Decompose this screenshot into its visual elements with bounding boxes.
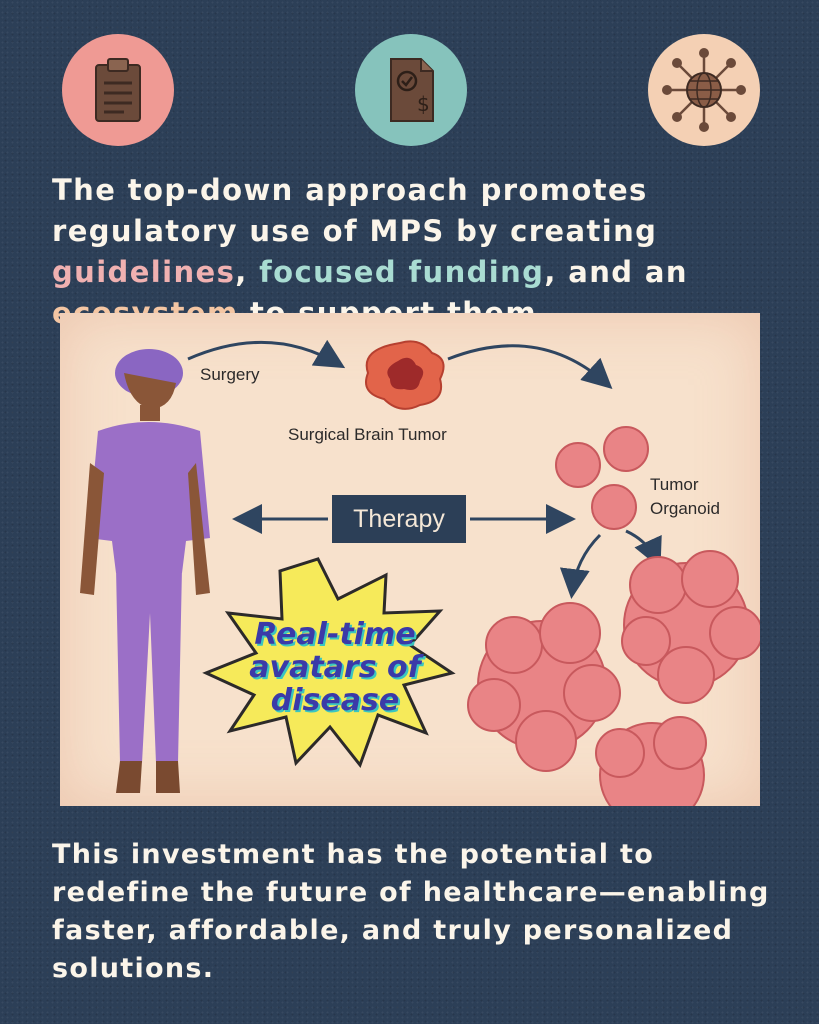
therapy-text: Therapy (353, 504, 445, 533)
illustration-svg (80, 339, 760, 806)
organoid-arrow (447, 344, 613, 390)
callout-line3: disease (270, 683, 400, 718)
ecosystem-icon-circle (648, 34, 760, 146)
svg-text:$: $ (417, 92, 430, 116)
surgery-label: Surgery (200, 365, 260, 384)
large-organoids (467, 550, 760, 806)
illustration-panel: Surgery Surgical Brain Tumor Tumor Organ… (60, 313, 760, 806)
headline-guidelines: guidelines (52, 255, 236, 289)
tumor-organoid-label-line2: Organoid (650, 499, 720, 518)
branch-arrow-left (559, 533, 602, 599)
therapy-label: Therapy (332, 495, 466, 543)
small-organoids (555, 426, 649, 530)
avatars-callout: Real-time avatars of disease (230, 618, 440, 717)
headline-part3: , and an (544, 255, 688, 289)
brain-tumor-icon (365, 340, 445, 410)
callout-line2: avatars of (249, 650, 421, 685)
callout-line1: Real-time (254, 617, 416, 652)
headline-part2: , (235, 255, 260, 289)
starburst-shape (202, 557, 456, 769)
headline: The top-down approach promotes regulator… (52, 170, 782, 334)
patient-figure (80, 349, 210, 793)
tumor-organoid-label-line1: Tumor (650, 475, 699, 494)
network-globe-icon (662, 48, 746, 132)
footer-text: This investment has the potential to red… (52, 839, 770, 984)
surgery-arrow (187, 339, 346, 369)
funding-document-icon: $ (390, 58, 434, 122)
clipboard-icon (95, 58, 141, 122)
headline-part1: The top-down approach promotes regulator… (52, 173, 658, 248)
clipboard-icon-circle (62, 34, 174, 146)
surgical-brain-tumor-label: Surgical Brain Tumor (288, 425, 447, 444)
headline-focused-funding: focused funding (259, 255, 545, 289)
funding-icon-circle: $ (355, 34, 467, 146)
